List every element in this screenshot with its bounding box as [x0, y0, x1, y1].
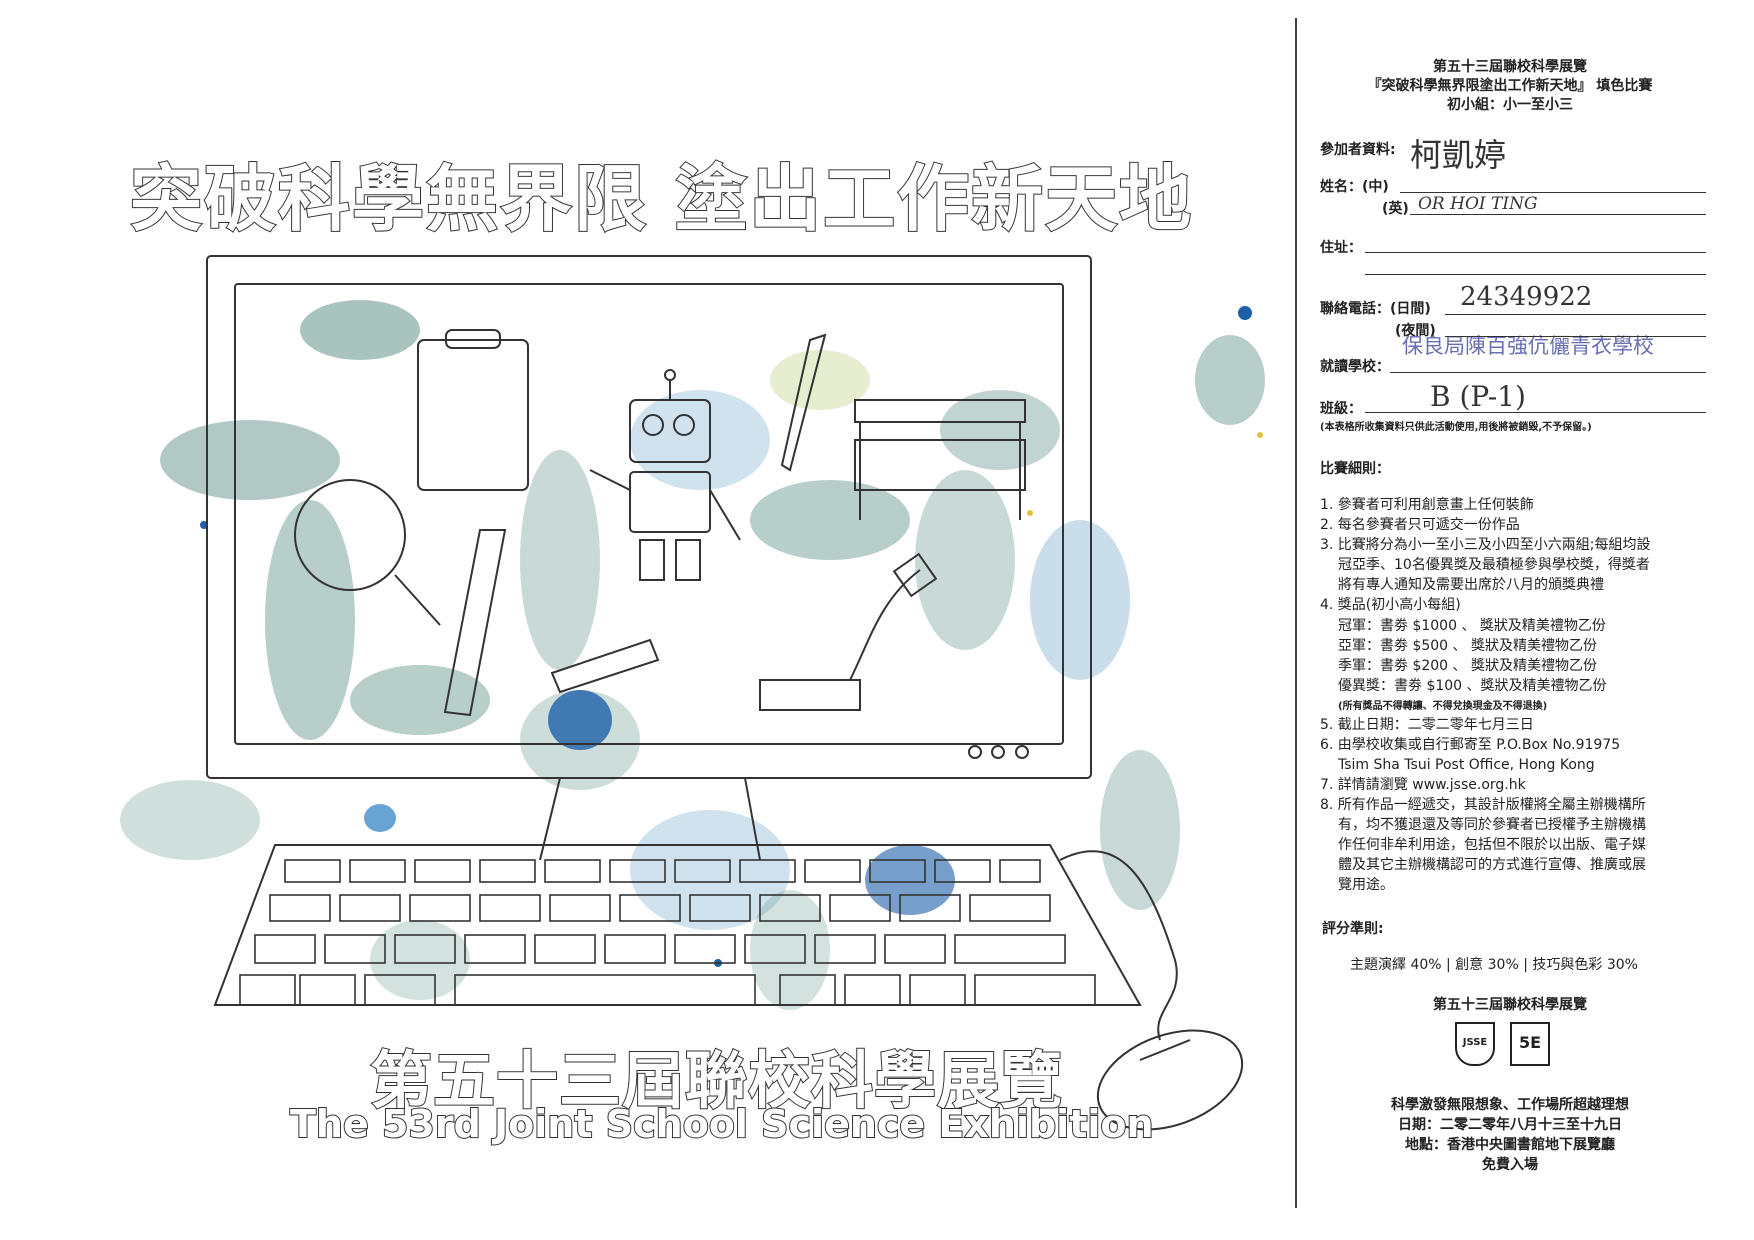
school-label: 就讀學校： — [1320, 359, 1390, 375]
exhibition-title-chinese: 第五十三屆聯校科學展覽 — [369, 1043, 1064, 1118]
clipboard-drawing — [417, 329, 529, 491]
robot-drawing — [589, 369, 741, 581]
rule-3-cont-2: 將有專人通知及需要出席於八月的頒獎典禮 — [1338, 577, 1604, 593]
school-stamp-value: 保良局陳百強伉儷青衣學校 — [1402, 334, 1654, 358]
rule-8: 8. 所有作品一經遞交，其設計版權將全屬主辦機構所 — [1320, 797, 1646, 813]
highlighter-drawing — [550, 638, 660, 694]
name-english-value: OR HOI TING — [1418, 194, 1538, 214]
test-tube-rack-drawing — [854, 399, 1026, 520]
name-chinese-value: 柯凱婷 — [1410, 136, 1507, 174]
prize-merit: 優異獎：書劵 $100 、獎狀及精美禮物乙份 — [1338, 678, 1607, 694]
phone-day-label: 聯絡電話：(日間) — [1320, 301, 1431, 317]
class-label: 班級： — [1320, 401, 1362, 417]
rule-6: 6. 由學校收集或自行郵寄至 P.O.Box No.91975 — [1320, 737, 1621, 753]
form-header-line2: 『突破科學無界限塗出工作新天地』 填色比賽 — [1367, 78, 1653, 94]
rule-8-cont-4: 覽用途。 — [1338, 877, 1394, 893]
footer-slogan: 科學激發無限想象、工作場所超越理想 — [1391, 1097, 1629, 1113]
name-english-label: (英) — [1382, 201, 1409, 217]
rule-8-cont-1: 有，均不獲退還及等同於參賽者已授權予主辦機構 — [1338, 817, 1646, 833]
participant-info-label: 參加者資料: — [1320, 142, 1396, 158]
colouring-artwork — [120, 255, 1265, 1131]
artwork-main-title: 突破科學無界限 塗出工作新天地 — [129, 156, 1194, 242]
rule-3-cont-1: 冠亞季、10名優異獎及最積極參與學校獎，得獎者 — [1338, 557, 1650, 573]
mouse-drawing — [1059, 850, 1244, 1131]
prize-second-runner-up: 季軍：書劵 $200 、 獎狀及精美禮物乙份 — [1338, 658, 1597, 674]
rule-2: 2. 每名參賽者只可遞交一份作品 — [1320, 517, 1520, 533]
footer-title: 第五十三屆聯校科學展覽 — [1433, 997, 1587, 1013]
keyboard-drawing — [213, 844, 1142, 1006]
name-english-line[interactable] — [1410, 214, 1706, 215]
prize-first-runner-up: 亞軍：書劵 $500 、 獎狀及精美禮物乙份 — [1338, 638, 1597, 654]
class-line[interactable] — [1365, 412, 1706, 413]
form-header-line3: 初小組：小一至小三 — [1447, 97, 1573, 113]
monitor-drawing — [206, 255, 1092, 861]
rule-8-cont-3: 體及其它主辦機構認可的方式進行宣傳、推廣或展 — [1338, 857, 1646, 873]
paint-splashes — [120, 300, 1265, 1010]
footer-venue: 地點：香港中央圖書館地下展覽廳 — [1405, 1137, 1615, 1153]
phone-day-value: 24349922 — [1460, 282, 1593, 312]
address-line-2[interactable] — [1365, 274, 1706, 275]
rules-title: 比賽細則： — [1320, 461, 1390, 477]
magnifier-drawing — [294, 479, 441, 626]
scoring-criteria: 主題演繹 40% | 創意 30% | 技巧與色彩 30% — [1350, 957, 1638, 973]
microscope-drawing — [759, 552, 938, 711]
jsse-logo: JSSE — [1455, 1022, 1495, 1066]
form-header-line1: 第五十三屆聯校科學展覽 — [1433, 59, 1587, 75]
prize-champion: 冠軍：書劵 $1000 、 獎狀及精美禮物乙份 — [1338, 618, 1606, 634]
rule-6-cont: Tsim Sha Tsui Post Office, Hong Kong — [1338, 757, 1595, 773]
phone-night-line[interactable] — [1445, 336, 1706, 337]
name-chinese-label: 姓名：(中) — [1320, 179, 1389, 195]
rule-7: 7. 詳情請瀏覽 www.jsse.org.hk — [1320, 777, 1526, 793]
keyboard-keys — [239, 859, 1096, 1006]
rule-4: 4. 獎品(初小高小每組) — [1320, 597, 1461, 613]
rule-1: 1. 參賽者可利用創意畫上任何裝飾 — [1320, 497, 1534, 513]
prize-note: (所有獎品不得轉讓、不得兌換現金及不得退換) — [1338, 701, 1548, 712]
address-line-1[interactable] — [1365, 252, 1706, 253]
name-chinese-line[interactable] — [1400, 192, 1706, 193]
blue-ink-drops — [200, 306, 1263, 967]
rule-5: 5. 截止日期：二零二零年七月三日 — [1320, 717, 1534, 733]
footer-date: 日期：二零二零年八月十三至十九日 — [1398, 1117, 1622, 1133]
phone-night-label: (夜間) — [1395, 323, 1436, 339]
school-line[interactable] — [1390, 372, 1706, 373]
vertical-divider — [1295, 18, 1297, 1208]
pen-drawing — [780, 333, 827, 472]
scoring-title: 評分準則: — [1322, 921, 1384, 937]
rule-3: 3. 比賽將分為小一至小三及小四至小六兩組;每組均設 — [1320, 537, 1651, 553]
measuring-cylinder-drawing — [443, 529, 507, 717]
footer-admission: 免費入場 — [1482, 1157, 1538, 1173]
privacy-note: (本表格所收集資料只供此活動使用,用後將被銷毀,不予保留。) — [1320, 422, 1592, 433]
rule-8-cont-2: 作任何非牟利用途，包括但不限於以出版、電子媒 — [1338, 837, 1646, 853]
address-label: 住址： — [1320, 240, 1362, 256]
class-value: B (P-1) — [1430, 380, 1526, 413]
exhibition-title-english: The 53rd Joint School Science Exhibition — [289, 1101, 1155, 1147]
exhibition-logo: 5E — [1510, 1022, 1550, 1066]
phone-day-line[interactable] — [1445, 314, 1706, 315]
